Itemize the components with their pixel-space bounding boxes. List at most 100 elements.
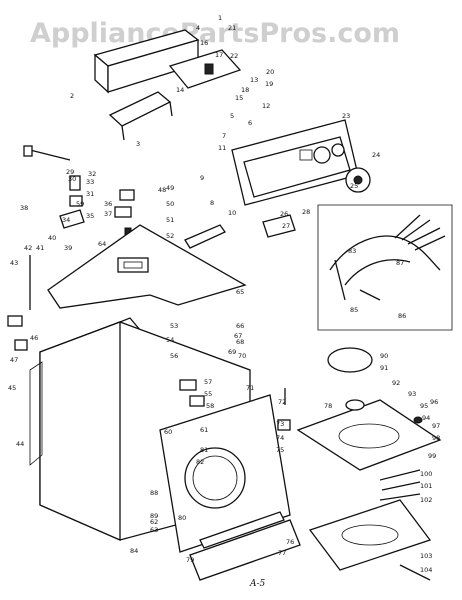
- label-82: 82: [196, 458, 204, 466]
- label-103: 103: [420, 552, 432, 560]
- front-panel[interactable]: [159, 394, 291, 553]
- label-75: 75: [276, 446, 284, 454]
- control-knob[interactable]: [345, 167, 371, 193]
- label-81: 81: [200, 446, 208, 454]
- label-31: 31: [86, 190, 94, 198]
- label-72: 72: [278, 398, 286, 406]
- label-1: 1: [218, 14, 222, 22]
- label-80: 80: [178, 514, 186, 522]
- label-27: 27: [282, 222, 290, 230]
- label-18: 18: [241, 86, 249, 94]
- label-47: 47: [10, 356, 18, 364]
- top-cover[interactable]: [47, 224, 247, 309]
- label-67: 67: [234, 332, 242, 340]
- label-71: 71: [246, 384, 254, 392]
- label-3: 3: [136, 140, 140, 148]
- label-62: 62: [150, 518, 158, 526]
- label-57: 57: [204, 378, 212, 386]
- label-20: 20: [266, 68, 274, 76]
- label-21: 21: [228, 24, 236, 32]
- label-79: 79: [186, 556, 194, 564]
- label-2: 2: [70, 92, 74, 100]
- label-39: 39: [64, 244, 72, 252]
- label-94: 94: [422, 414, 430, 422]
- label-41: 41: [36, 244, 44, 252]
- label-83: 83: [348, 247, 356, 255]
- rear-bulkhead[interactable]: [296, 399, 442, 471]
- label-32: 32: [88, 170, 96, 178]
- label-15: 15: [235, 94, 243, 102]
- label-59: 59: [76, 200, 84, 208]
- lint-chute-cover[interactable]: [184, 224, 226, 249]
- label-34: 34: [62, 216, 70, 224]
- label-78: 78: [324, 402, 332, 410]
- label-37: 37: [104, 210, 112, 218]
- door-seal[interactable]: [327, 347, 373, 373]
- label-44: 44: [16, 440, 24, 448]
- label-25: 25: [350, 182, 358, 190]
- label-9: 9: [200, 174, 204, 182]
- label-101: 101: [420, 482, 432, 490]
- wire-harness-inset: [317, 204, 453, 331]
- watermark: AppliancePartsPros.com: [30, 18, 400, 49]
- label-91: 91: [380, 364, 388, 372]
- label-12: 12: [262, 102, 270, 110]
- toe-panel-upper[interactable]: [199, 511, 285, 549]
- label-45: 45: [8, 384, 16, 392]
- figure-code: A-5: [249, 579, 266, 589]
- label-85: 85: [350, 306, 358, 314]
- label-51: 51: [166, 216, 174, 224]
- label-86: 86: [398, 312, 406, 320]
- label-29: 29: [66, 168, 74, 176]
- base-plate[interactable]: [308, 499, 432, 571]
- label-97: 97: [432, 422, 440, 430]
- label-17: 17: [215, 51, 223, 59]
- label-63: 63: [150, 526, 158, 534]
- label-100: 100: [420, 470, 432, 478]
- label-11: 11: [218, 144, 226, 152]
- label-90: 90: [380, 352, 388, 360]
- label-5: 5: [230, 112, 234, 120]
- label-19: 19: [265, 80, 273, 88]
- toe-panel[interactable]: [189, 519, 301, 581]
- label-54: 54: [166, 336, 174, 344]
- label-58: 58: [206, 402, 214, 410]
- label-64: 64: [98, 240, 106, 248]
- control-panel[interactable]: [231, 119, 359, 206]
- bearing[interactable]: [345, 399, 423, 424]
- label-92: 92: [392, 379, 400, 387]
- label-69: 69: [228, 348, 236, 356]
- label-36: 36: [104, 200, 112, 208]
- spring-part[interactable]: [277, 388, 291, 431]
- lint-screen[interactable]: [23, 145, 71, 161]
- label-95: 95: [420, 402, 428, 410]
- label-33: 33: [86, 178, 94, 186]
- label-98: 98: [432, 434, 440, 442]
- label-4: 4: [196, 24, 200, 32]
- label-48: 48: [158, 186, 166, 194]
- small-hardware-left[interactable]: [59, 175, 85, 229]
- label-73: 73: [276, 420, 284, 428]
- label-14: 14: [176, 86, 184, 94]
- label-56: 56: [170, 352, 178, 360]
- label-26: 26: [280, 210, 288, 218]
- label-49: 49: [166, 184, 174, 192]
- label-13: 13: [250, 76, 258, 84]
- label-42: 42: [24, 244, 32, 252]
- panel-endcap[interactable]: [262, 214, 296, 238]
- label-52: 52: [166, 232, 174, 240]
- label-7: 7: [222, 132, 226, 140]
- label-24: 24: [372, 151, 380, 159]
- label-35: 35: [86, 212, 94, 220]
- timer-switch-plate[interactable]: [168, 49, 242, 89]
- console-bracket[interactable]: [108, 91, 173, 141]
- callout-labels: 1 2 3 4 5 6 7 8 9 10 11 12 13 14 15 16 1…: [8, 14, 440, 574]
- label-96: 96: [430, 398, 438, 406]
- label-70: 70: [238, 352, 246, 360]
- label-102: 102: [420, 496, 432, 504]
- label-22: 22: [230, 52, 238, 60]
- label-68: 68: [236, 338, 244, 346]
- console-backsplash[interactable]: [93, 29, 200, 94]
- right-fasteners[interactable]: [379, 469, 431, 581]
